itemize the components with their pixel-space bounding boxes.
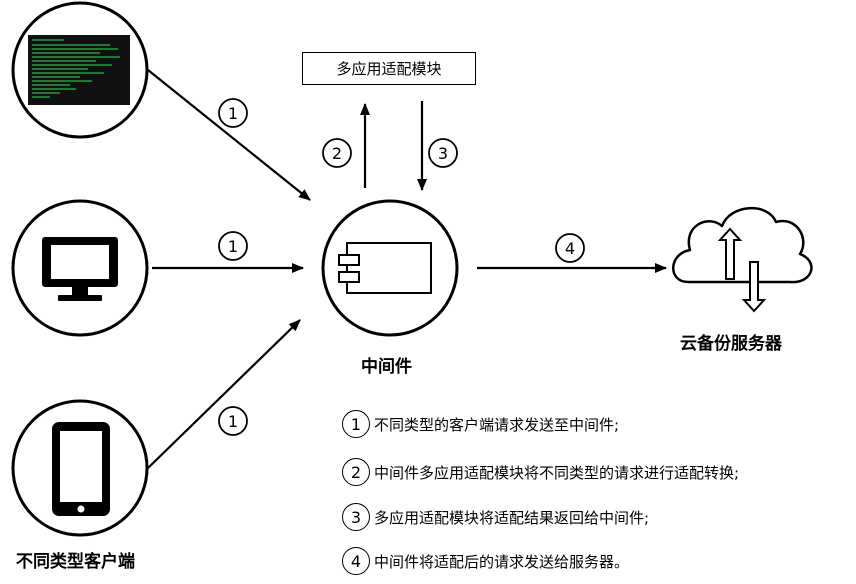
- arrow-tablet-to-middleware: [147, 319, 301, 469]
- legend-number: 3: [342, 503, 370, 531]
- step-badge-monitor: 1: [218, 231, 248, 261]
- tablet-icon: [52, 422, 110, 516]
- client-terminal: [11, 1, 149, 139]
- legend-text: 不同类型的客户端请求发送至中间件;: [374, 415, 620, 434]
- step-number-terminal: 1: [228, 104, 238, 123]
- step-number-from-adapter: 3: [438, 144, 448, 163]
- legend-number: 2: [342, 458, 370, 486]
- step-number-to-adapter: 2: [332, 144, 342, 163]
- terminal-screenshot-icon: [28, 35, 130, 105]
- step-badge-to-adapter: 2: [322, 138, 352, 168]
- cloud-icon: [672, 207, 813, 313]
- step-badge-terminal: 1: [218, 98, 248, 128]
- client-tablet: [11, 399, 149, 537]
- step-badge-from-adapter: 3: [428, 138, 458, 168]
- adapter-module-box: 多应用适配模块: [302, 52, 476, 85]
- step-badge-tablet: 1: [218, 406, 248, 436]
- clients-label: 不同类型客户端: [16, 552, 135, 572]
- client-monitor: [11, 199, 149, 337]
- legend-item: 3 多应用适配模块将适配结果返回给中间件;: [342, 503, 649, 531]
- legend-text: 多应用适配模块将适配结果返回给中间件;: [374, 508, 650, 527]
- legend-number: 4: [342, 547, 370, 575]
- legend-item: 2 中间件多应用适配模块将不同类型的请求进行适配转换;: [342, 458, 739, 486]
- legend-text: 中间件多应用适配模块将不同类型的请求进行适配转换;: [374, 463, 740, 482]
- middleware-node: [321, 199, 459, 337]
- arrow-terminal-to-middleware: [147, 69, 311, 201]
- step-badges: 1 1 1 2 3 4: [218, 98, 585, 436]
- legend-item: 1 不同类型的客户端请求发送至中间件;: [342, 410, 619, 438]
- middleware-label: 中间件: [361, 357, 412, 377]
- legend-text: 中间件将适配后的请求发送给服务器。: [374, 552, 630, 571]
- adapter-module-label: 多应用适配模块: [336, 60, 442, 78]
- cloud-node: [672, 207, 813, 313]
- cloud-label: 云备份服务器: [680, 334, 782, 354]
- legend-number: 1: [342, 410, 370, 438]
- step-badge-to-cloud: 4: [555, 233, 585, 263]
- monitor-icon: [42, 237, 118, 301]
- step-number-monitor: 1: [228, 237, 238, 256]
- step-number-to-cloud: 4: [565, 239, 575, 258]
- legend-item: 4 中间件将适配后的请求发送给服务器。: [342, 547, 629, 575]
- component-icon: [338, 242, 432, 294]
- step-number-tablet: 1: [228, 412, 238, 431]
